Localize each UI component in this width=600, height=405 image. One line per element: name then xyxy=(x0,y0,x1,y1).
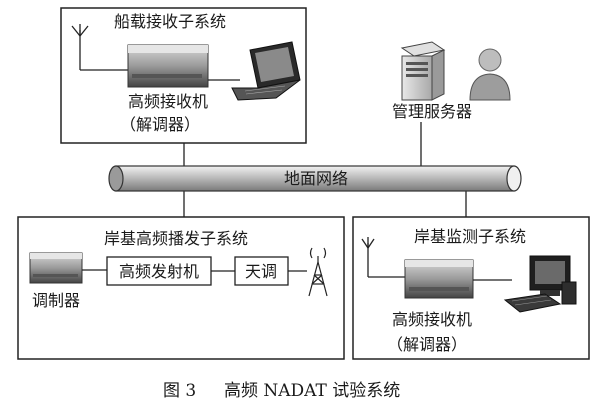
figure-number: 图 3 xyxy=(163,381,196,401)
desktop-computer-icon xyxy=(503,255,577,313)
receiver-device-icon xyxy=(127,44,209,88)
transmitter-box xyxy=(106,256,212,286)
shore-tx-subsystem-box xyxy=(17,216,345,360)
network-pipe xyxy=(108,165,522,192)
transmitter-label: 高频发射机 xyxy=(119,262,199,281)
ship-receiver-label-1: 高频接收机 xyxy=(128,92,208,111)
shore-monitor-subsystem: 岸基监测子系统 高频接收机 （解调器） xyxy=(352,216,590,360)
shore-monitor-subsystem-title: 岸基监测子系统 xyxy=(414,227,526,246)
shore-tx-subsystem: 岸基高频播发子系统 高频发射机 天调 调制器 xyxy=(17,216,345,360)
antenna-icon xyxy=(71,24,89,70)
monitor-receiver-label-2: （解调器） xyxy=(387,335,467,354)
antenna-icon xyxy=(361,237,375,277)
server-icon xyxy=(400,41,446,101)
transmit-tower-icon xyxy=(308,247,328,297)
ship-subsystem: 船载接收子系统 高频接收机 （解调器） xyxy=(60,7,307,144)
modulator-device-icon xyxy=(29,252,83,284)
laptop-icon xyxy=(231,41,301,101)
figure-caption: 高频 NADAT 试验系统 xyxy=(224,381,400,401)
monitor-receiver-label-1: 高频接收机 xyxy=(392,310,472,329)
receiver-device-icon xyxy=(404,259,474,299)
tuner-label: 天调 xyxy=(245,262,277,281)
management-server-label: 管理服务器 xyxy=(392,102,472,121)
modulator-label: 调制器 xyxy=(32,291,80,310)
user-icon xyxy=(469,48,511,101)
ship-subsystem-title: 船载接收子系统 xyxy=(114,12,226,31)
ground-network-label: 地面网络 xyxy=(284,169,348,188)
ship-receiver-label-2: （解调器） xyxy=(120,115,200,134)
shore-monitor-subsystem-box xyxy=(352,216,590,360)
shore-tx-subsystem-title: 岸基高频播发子系统 xyxy=(104,229,248,248)
management-server: 管理服务器 xyxy=(392,41,511,121)
ground-network: 地面网络 xyxy=(108,122,522,217)
tuner-box xyxy=(234,256,289,286)
